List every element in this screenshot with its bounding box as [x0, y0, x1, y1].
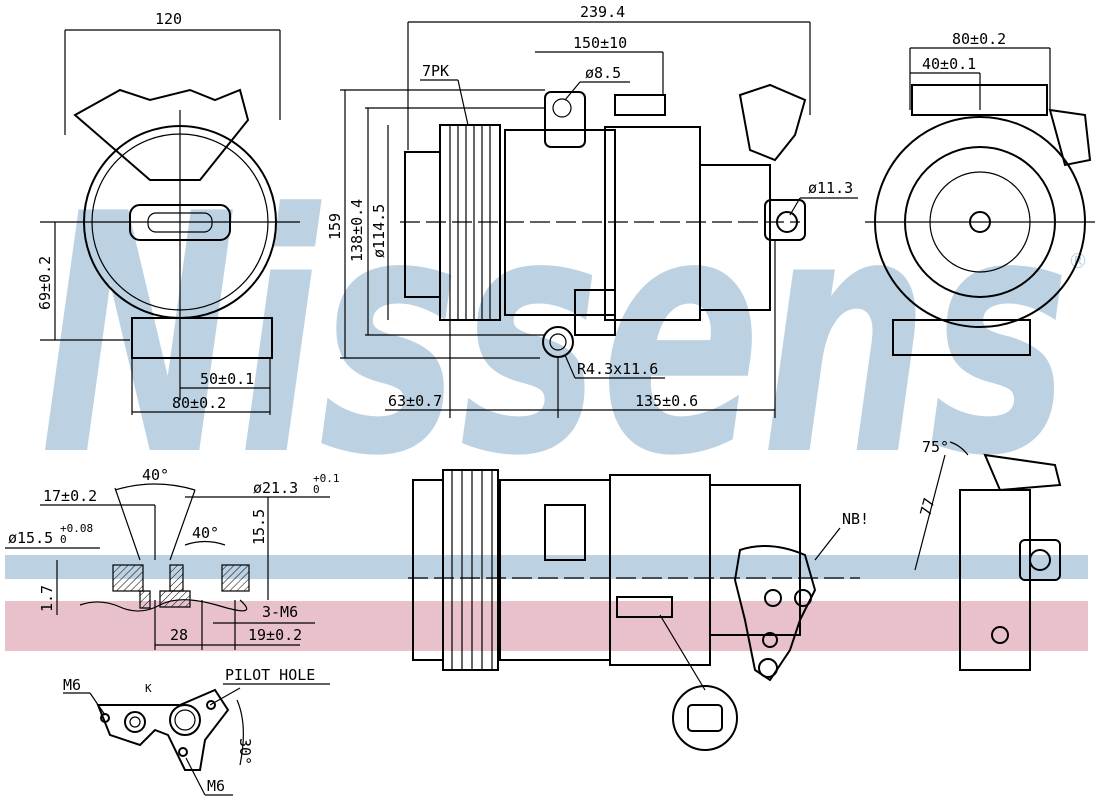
dim-width: 120: [155, 10, 182, 28]
dim-1-7: 1.7: [38, 585, 56, 612]
dim-135: 135±0.6: [635, 392, 698, 410]
hole-top-label: ø8.5: [585, 64, 621, 82]
nb-note: NB!: [842, 510, 869, 528]
pulley-diameter: ø114.5: [370, 204, 388, 258]
detail-section: 40° 17±0.2 ø21.3 +0.1 0 40° 15.5 ø15.5 +…: [5, 466, 340, 650]
dim-height-159: 159: [326, 213, 344, 240]
dim-height: 69±0.2: [36, 256, 54, 310]
m6-bottom-label: M6: [207, 777, 225, 795]
angle-75: 75°: [922, 438, 949, 456]
watermark: Nissens ®: [5, 144, 1088, 651]
dim-19: 19±0.2: [248, 626, 302, 644]
dia-21-tol-plus: +0.1: [313, 472, 340, 485]
dim-connector: 150±10: [573, 34, 627, 52]
dia-15: ø15.5: [8, 529, 53, 547]
view-k-label: K: [145, 682, 152, 695]
dia-15-tol-plus: +0.08: [60, 522, 93, 535]
blue-band: [5, 555, 1088, 579]
dim-length: 239.4: [580, 3, 625, 21]
dim-63: 63±0.7: [388, 392, 442, 410]
dim-77: 77: [916, 496, 938, 518]
side-detail: 75° 77: [914, 438, 1062, 671]
bottom-view: NB!: [408, 469, 869, 751]
rear-dim-80: 80±0.2: [952, 30, 1006, 48]
dia-15-tol-minus: 0: [60, 533, 67, 546]
rear-view: 80±0.2 40±0.1: [865, 30, 1095, 356]
pilot-hole-label: PILOT HOLE: [225, 666, 315, 684]
watermark-logo: Nissens: [40, 144, 1070, 528]
front-view: 120 69±0.2 50±0.1 80±0.2: [36, 10, 300, 415]
rear-dim-40: 40±0.1: [922, 55, 976, 73]
dia-21: ø21.3: [253, 479, 298, 497]
dim-height-138: 138±0.4: [348, 199, 366, 262]
dim-80: 80±0.2: [172, 394, 226, 412]
detail-bracket: M6 K PILOT HOLE 30° M6: [63, 666, 330, 796]
angle-40-inner: 40°: [192, 524, 219, 542]
dim-15-5: 15.5: [250, 509, 268, 545]
slot-label: R4.3x11.6: [577, 360, 658, 378]
thread-3-m6: 3-M6: [262, 603, 298, 621]
dim-28: 28: [170, 626, 188, 644]
m6-left-label: M6: [63, 676, 81, 694]
hole-rear-label: ø11.3: [808, 179, 853, 197]
angle-30: 30°: [236, 738, 254, 765]
angle-40-top: 40°: [142, 466, 169, 484]
pink-band: [5, 601, 1088, 651]
dim-17: 17±0.2: [43, 487, 97, 505]
belt-label: 7PK: [422, 62, 449, 80]
dim-50: 50±0.1: [200, 370, 254, 388]
side-view: 239.4 150±10 7PK ø8.5 ø11.3 159 138±0.4 …: [326, 3, 858, 418]
dia-21-tol-minus: 0: [313, 483, 320, 496]
